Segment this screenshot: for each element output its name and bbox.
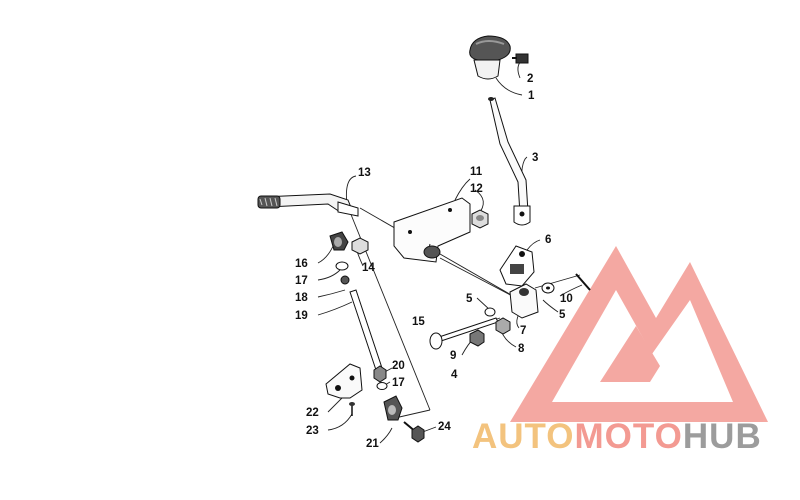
callout-1: 1: [528, 90, 535, 102]
lower-bracket: [325, 363, 363, 399]
watermark-hub: HUB: [683, 417, 762, 456]
callout-17a: 17: [295, 275, 308, 287]
callout-12: 12: [470, 183, 483, 195]
watermark-auto: AUTO: [472, 417, 575, 456]
lower-link: [509, 283, 539, 319]
upper-link: [499, 245, 535, 287]
callout-5a: 5: [466, 293, 473, 305]
callout-4: 4: [451, 369, 458, 381]
upper-nut: [351, 237, 369, 255]
callout-18: 18: [295, 292, 308, 304]
mounting-bracket: [393, 197, 471, 263]
callout-9: 9: [450, 350, 456, 362]
ball-joint-upper: [329, 231, 349, 251]
callout-14: 14: [362, 262, 375, 274]
callout-23: 23: [306, 425, 319, 437]
callout-15: 15: [412, 316, 425, 328]
clevis-pin: [429, 317, 499, 350]
svg-text:AUTOMOTOHUB: AUTOMOTOHUB: [472, 417, 762, 456]
callout-21: 21: [366, 438, 379, 450]
upper-washers: [335, 261, 350, 285]
callout-2: 2: [527, 73, 533, 85]
cotter-pin: [575, 273, 591, 291]
callout-5b: 5: [559, 309, 566, 321]
callout-11: 11: [470, 166, 483, 178]
lock-nut: [471, 209, 489, 229]
set-screw: [512, 53, 529, 64]
callout-20: 20: [392, 360, 405, 372]
watermark-text: AUTOMOTOHUB: [472, 417, 762, 456]
callout-24: 24: [438, 421, 451, 433]
lower-screw: [349, 402, 355, 416]
lower-bolt: [403, 421, 425, 443]
cable-lever-arm: [257, 193, 359, 217]
watermark-logo: [510, 246, 768, 422]
callout-13: 13: [358, 167, 371, 179]
washers: [484, 282, 555, 317]
callout-labels: 1 2 3 4 5 5 6 7 8 9 10 11 12 13 14 15 16…: [295, 73, 573, 450]
shift-lever: [488, 97, 531, 226]
shift-knob: [469, 35, 511, 80]
callout-10: 10: [560, 293, 573, 305]
callout-17b: 17: [392, 377, 405, 389]
ball-joint-lower: [383, 395, 403, 421]
callout-3: 3: [532, 152, 538, 164]
callout-6: 6: [545, 234, 551, 246]
watermark-moto: MOTO: [575, 417, 683, 456]
lower-rod-nuts: [373, 365, 388, 390]
callout-16: 16: [295, 258, 308, 270]
callout-7: 7: [520, 325, 526, 337]
connecting-rod: [349, 289, 383, 371]
nut-and-bolt: [469, 317, 511, 347]
callout-22: 22: [306, 407, 319, 419]
logo-inner-mark: [600, 326, 660, 382]
callout-8: 8: [518, 343, 525, 355]
callout-19: 19: [295, 310, 308, 322]
